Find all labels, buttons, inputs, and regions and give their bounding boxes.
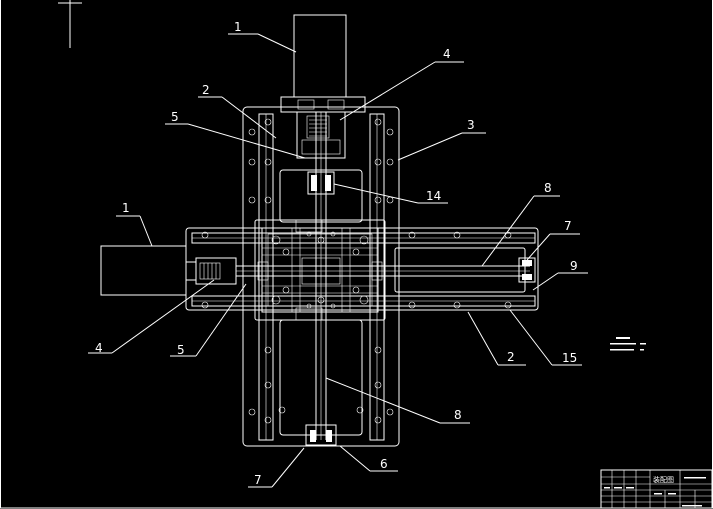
vertical-rail-bolts [248, 118, 394, 424]
coupling-left [185, 261, 197, 281]
title-block-drawing-name: 装配图 [653, 475, 674, 484]
callout-6: 6 [380, 457, 388, 471]
title-block: 装配图 [600, 469, 713, 509]
nut-block-14 [307, 171, 335, 195]
horizontal-rail-bolts [201, 231, 512, 309]
callout-5-left: 5 [177, 343, 185, 357]
callout-8-bottom: 8 [454, 408, 462, 422]
callout-5-top: 5 [171, 110, 179, 124]
bearing-block-bottom [305, 424, 337, 446]
callout-2-top: 2 [202, 83, 210, 97]
callout-7-right: 7 [564, 219, 572, 233]
callout-2-right: 2 [507, 350, 515, 364]
callout-9: 9 [570, 259, 578, 273]
bearing-block-right [518, 257, 536, 283]
horizontal-axis-assembly [100, 227, 539, 311]
callout-14: 14 [426, 189, 441, 203]
callout-7-bottom: 7 [254, 473, 262, 487]
callout-4-left: 4 [95, 341, 103, 355]
cursor-crosshair [58, 0, 82, 48]
motor-left [100, 245, 187, 296]
technical-notes [610, 337, 646, 351]
vertical-axis-assembly [242, 14, 400, 447]
callout-3: 3 [467, 118, 475, 132]
leader-lines [88, 33, 588, 488]
callout-15: 15 [562, 351, 577, 365]
coupling-top [280, 96, 366, 113]
callout-1-top: 1 [234, 20, 242, 34]
callout-4-top: 4 [443, 47, 451, 61]
horizontal-base-plate [185, 227, 539, 311]
motor-top [293, 14, 347, 98]
callout-labels: 1 2 5 4 3 14 1 8 7 9 4 5 2 15 8 7 6 [95, 20, 578, 487]
callout-1-left: 1 [122, 201, 130, 215]
callout-8-right: 8 [544, 181, 552, 195]
central-carriage [254, 219, 386, 321]
